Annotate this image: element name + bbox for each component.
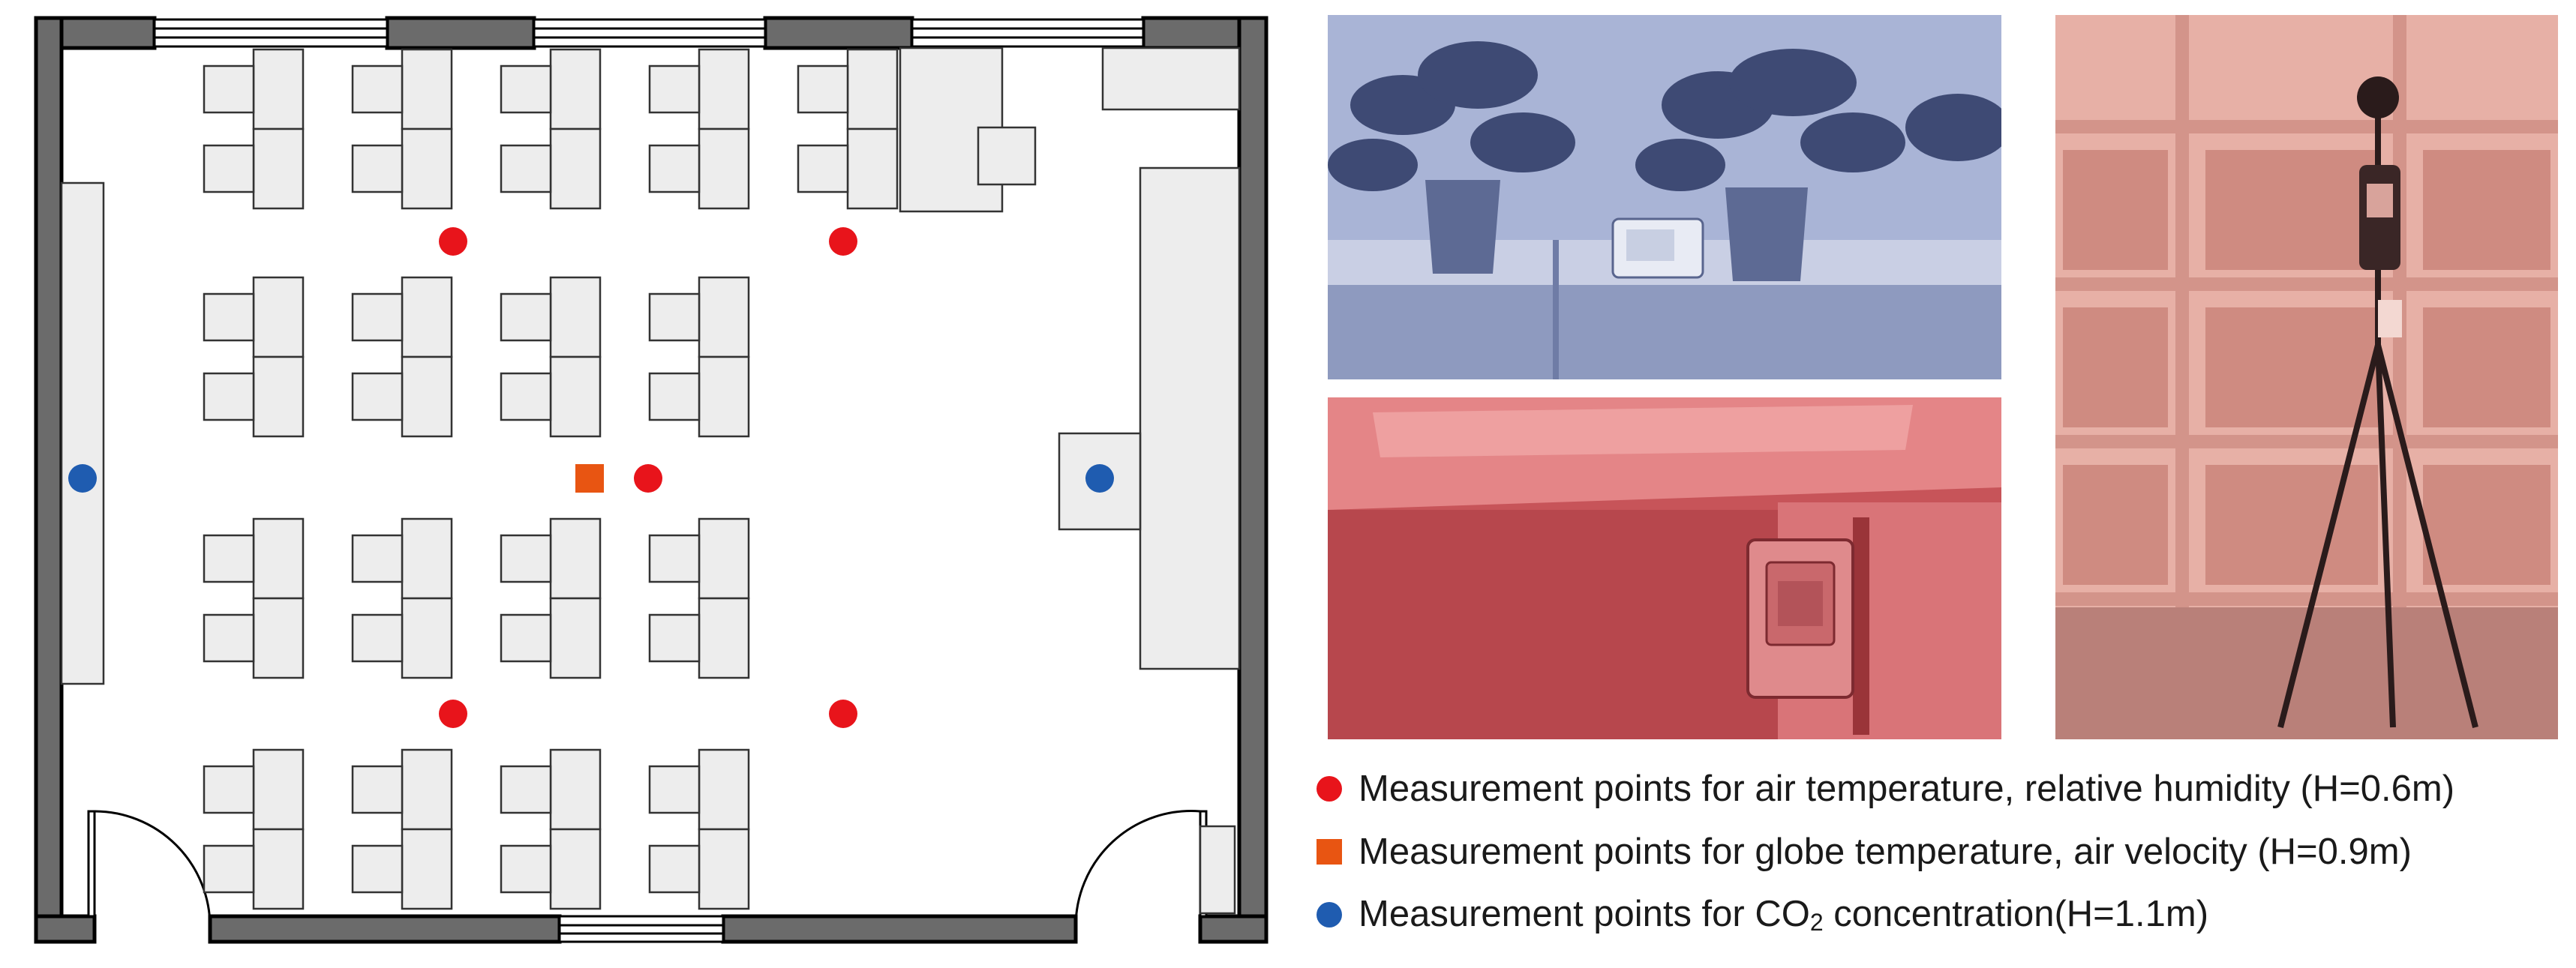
wall-left	[34, 16, 64, 944]
desk-pair	[797, 48, 899, 210]
desk-pair	[500, 48, 602, 210]
wall-bottom-center-left	[208, 914, 562, 944]
window-top-3	[911, 18, 1145, 48]
desk-pair	[203, 517, 305, 679]
wall-bottom-center-right	[721, 914, 1078, 944]
desk-pair	[203, 276, 305, 438]
door-right	[1074, 810, 1208, 928]
top-right-box	[977, 126, 1037, 186]
desk-pair	[351, 517, 453, 679]
corner-box	[1199, 825, 1236, 915]
globe-temperature-marker	[575, 464, 604, 493]
co2-marker	[68, 464, 97, 493]
classroom-floor-plan	[34, 16, 1268, 944]
air-temperature-marker	[439, 700, 467, 728]
legend-item-label: Measurement points for globe temperature…	[1359, 832, 2412, 872]
top-right-cabinet	[1101, 46, 1241, 111]
desk-pair	[351, 748, 453, 910]
wall-bottom-left-stub	[34, 914, 97, 944]
windows	[153, 18, 1145, 943]
wall-bottom-right-stub	[1198, 914, 1268, 944]
door-left	[87, 810, 212, 928]
desk-pair	[203, 48, 305, 210]
air-temperature-marker	[829, 700, 857, 728]
desk-pair	[648, 276, 750, 438]
legend-item-globe-temperature: Measurement points for globe temperature…	[1317, 822, 2412, 882]
wall-right	[1237, 16, 1268, 944]
desk-underside-logger-photo	[1328, 397, 2001, 739]
legend-item-co2: Measurement points for CO2 concentration…	[1317, 885, 2208, 945]
left-wall-cabinet	[60, 181, 105, 685]
desk-pair	[500, 748, 602, 910]
desk-pair	[648, 748, 750, 910]
window-top-2	[533, 18, 767, 48]
teacher-platform	[1139, 166, 1241, 670]
desk-pair	[203, 748, 305, 910]
desk-pair	[351, 48, 453, 210]
measurement-markers	[68, 227, 1114, 728]
red-circle-icon	[1317, 776, 1342, 802]
legend-item-label: Measurement points for air temperature, …	[1359, 769, 2455, 809]
desk-pair	[500, 517, 602, 679]
legend-item-air-temperature: Measurement points for air temperature, …	[1317, 759, 2454, 819]
blue-circle-icon	[1317, 902, 1342, 928]
air-temperature-marker	[634, 464, 662, 493]
window-top-1	[153, 18, 389, 48]
desk-pair	[500, 276, 602, 438]
co2-marker	[1085, 464, 1114, 493]
wall-top-mid-right	[763, 16, 914, 50]
tripod-globe-thermometer-photo	[2055, 15, 2558, 739]
desk-groups	[203, 48, 899, 910]
desk-pair	[648, 48, 750, 210]
globe-thermometer-ball	[2357, 76, 2399, 118]
air-temperature-marker	[829, 227, 857, 256]
wall-top-mid-left	[385, 16, 536, 50]
window-bottom	[558, 915, 725, 943]
plants-co2-sensor-photo	[1328, 15, 2001, 379]
air-temperature-marker	[439, 227, 467, 256]
legend-item-label: Measurement points for CO2 concentration…	[1359, 894, 2209, 936]
desk-pair	[648, 517, 750, 679]
desk-pair	[351, 276, 453, 438]
orange-square-icon	[1317, 839, 1342, 865]
